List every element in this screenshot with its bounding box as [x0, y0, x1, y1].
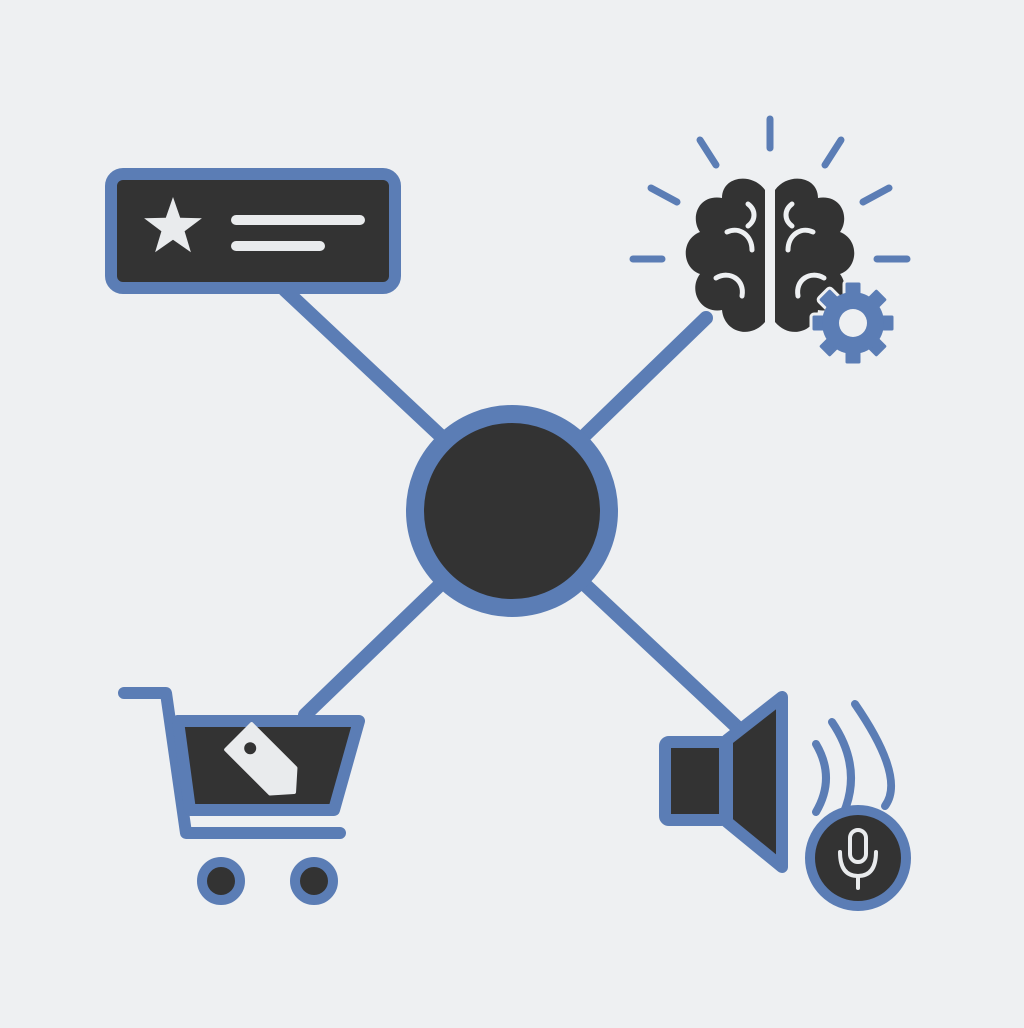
microphone-icon — [805, 805, 911, 911]
gear-icon — [809, 279, 897, 367]
connector-ai — [575, 311, 713, 445]
connectors — [278, 283, 745, 735]
star-icon — [144, 197, 202, 253]
cart-wheel-right — [290, 857, 338, 905]
ai-node — [629, 115, 911, 367]
cart-wheel-left — [197, 857, 245, 905]
review-card — [105, 168, 401, 294]
price-tag-icon — [224, 722, 298, 796]
text-lines-icon — [231, 215, 365, 251]
shopping-node — [118, 687, 365, 905]
voice-node — [659, 691, 911, 911]
connector-review — [278, 283, 452, 447]
speaker-icon — [659, 691, 788, 873]
hub-circle-icon — [406, 405, 618, 617]
connector-shopping — [298, 573, 452, 722]
review-node — [105, 168, 401, 294]
shopping-cart-icon — [118, 687, 365, 905]
hub-node — [406, 405, 618, 617]
connector-voice — [573, 573, 745, 735]
idea-rays-icon — [629, 115, 911, 263]
